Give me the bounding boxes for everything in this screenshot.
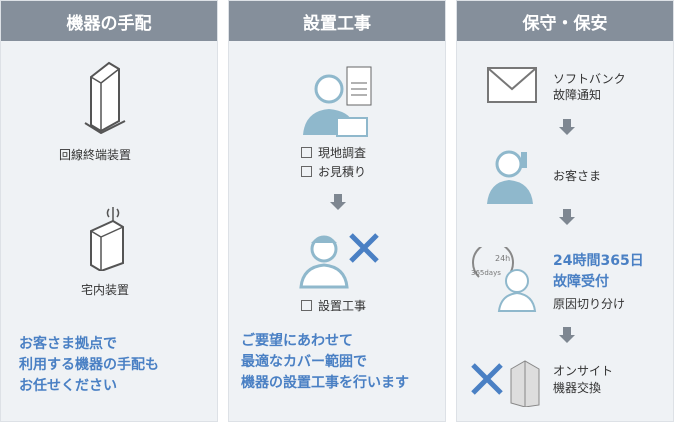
- router-icon: [90, 207, 124, 271]
- column-maintenance: 保守・保安 ソフトバンク 故障通知 お客さま 24h 365days 24時間36…: [456, 0, 674, 422]
- step-notification: ソフトバンク 故障通知: [553, 72, 626, 102]
- check-installation: 設置工事: [301, 297, 366, 314]
- worker-tools-icon: [299, 233, 379, 289]
- support-24h-icon: 24h 365days: [471, 247, 537, 312]
- description: ご要望にあわせて 最適なカバー範囲で 機器の設置工事を行います: [241, 333, 409, 391]
- column-equipment: 機器の手配 回線終端装置 宅内装置 お客さま拠点で 利用する機器の手配も お任せ…: [0, 0, 218, 422]
- surveyor-icon: [303, 66, 372, 137]
- check-estimate: お見積り: [301, 163, 366, 180]
- customer-phone-icon: [487, 150, 533, 204]
- checkbox-icon: [301, 147, 312, 158]
- checkbox-icon: [301, 300, 312, 311]
- column-header: 設置工事: [229, 1, 445, 41]
- description: お客さま拠点で 利用する機器の手配も お任せください: [19, 336, 159, 394]
- label-onu: 回線終端装置: [59, 148, 132, 162]
- clock-365-text: 365days: [471, 269, 501, 277]
- mail-icon: [487, 67, 537, 103]
- step-triage: 原因切り分け: [553, 297, 626, 311]
- highlight-24h: 24時間365日 故障受付: [553, 253, 644, 290]
- label-home-device: 宅内装置: [81, 283, 130, 297]
- check-site-survey: 現地調査: [301, 144, 366, 161]
- column-header: 機器の手配: [1, 1, 217, 41]
- tools-building-icon: [471, 360, 540, 407]
- step-customer: お客さま: [553, 169, 602, 183]
- step-onsite: オンサイト 機器交換: [553, 364, 614, 395]
- onu-device-icon: [84, 61, 126, 134]
- column-header: 保守・保安: [457, 1, 673, 41]
- column-installation: 設置工事 現地調査 お見積り 設置工事 ご要望にあわせて 最適なカバー範囲で 機…: [228, 0, 446, 422]
- clock-24h-text: 24h: [495, 254, 510, 263]
- checkbox-icon: [301, 166, 312, 177]
